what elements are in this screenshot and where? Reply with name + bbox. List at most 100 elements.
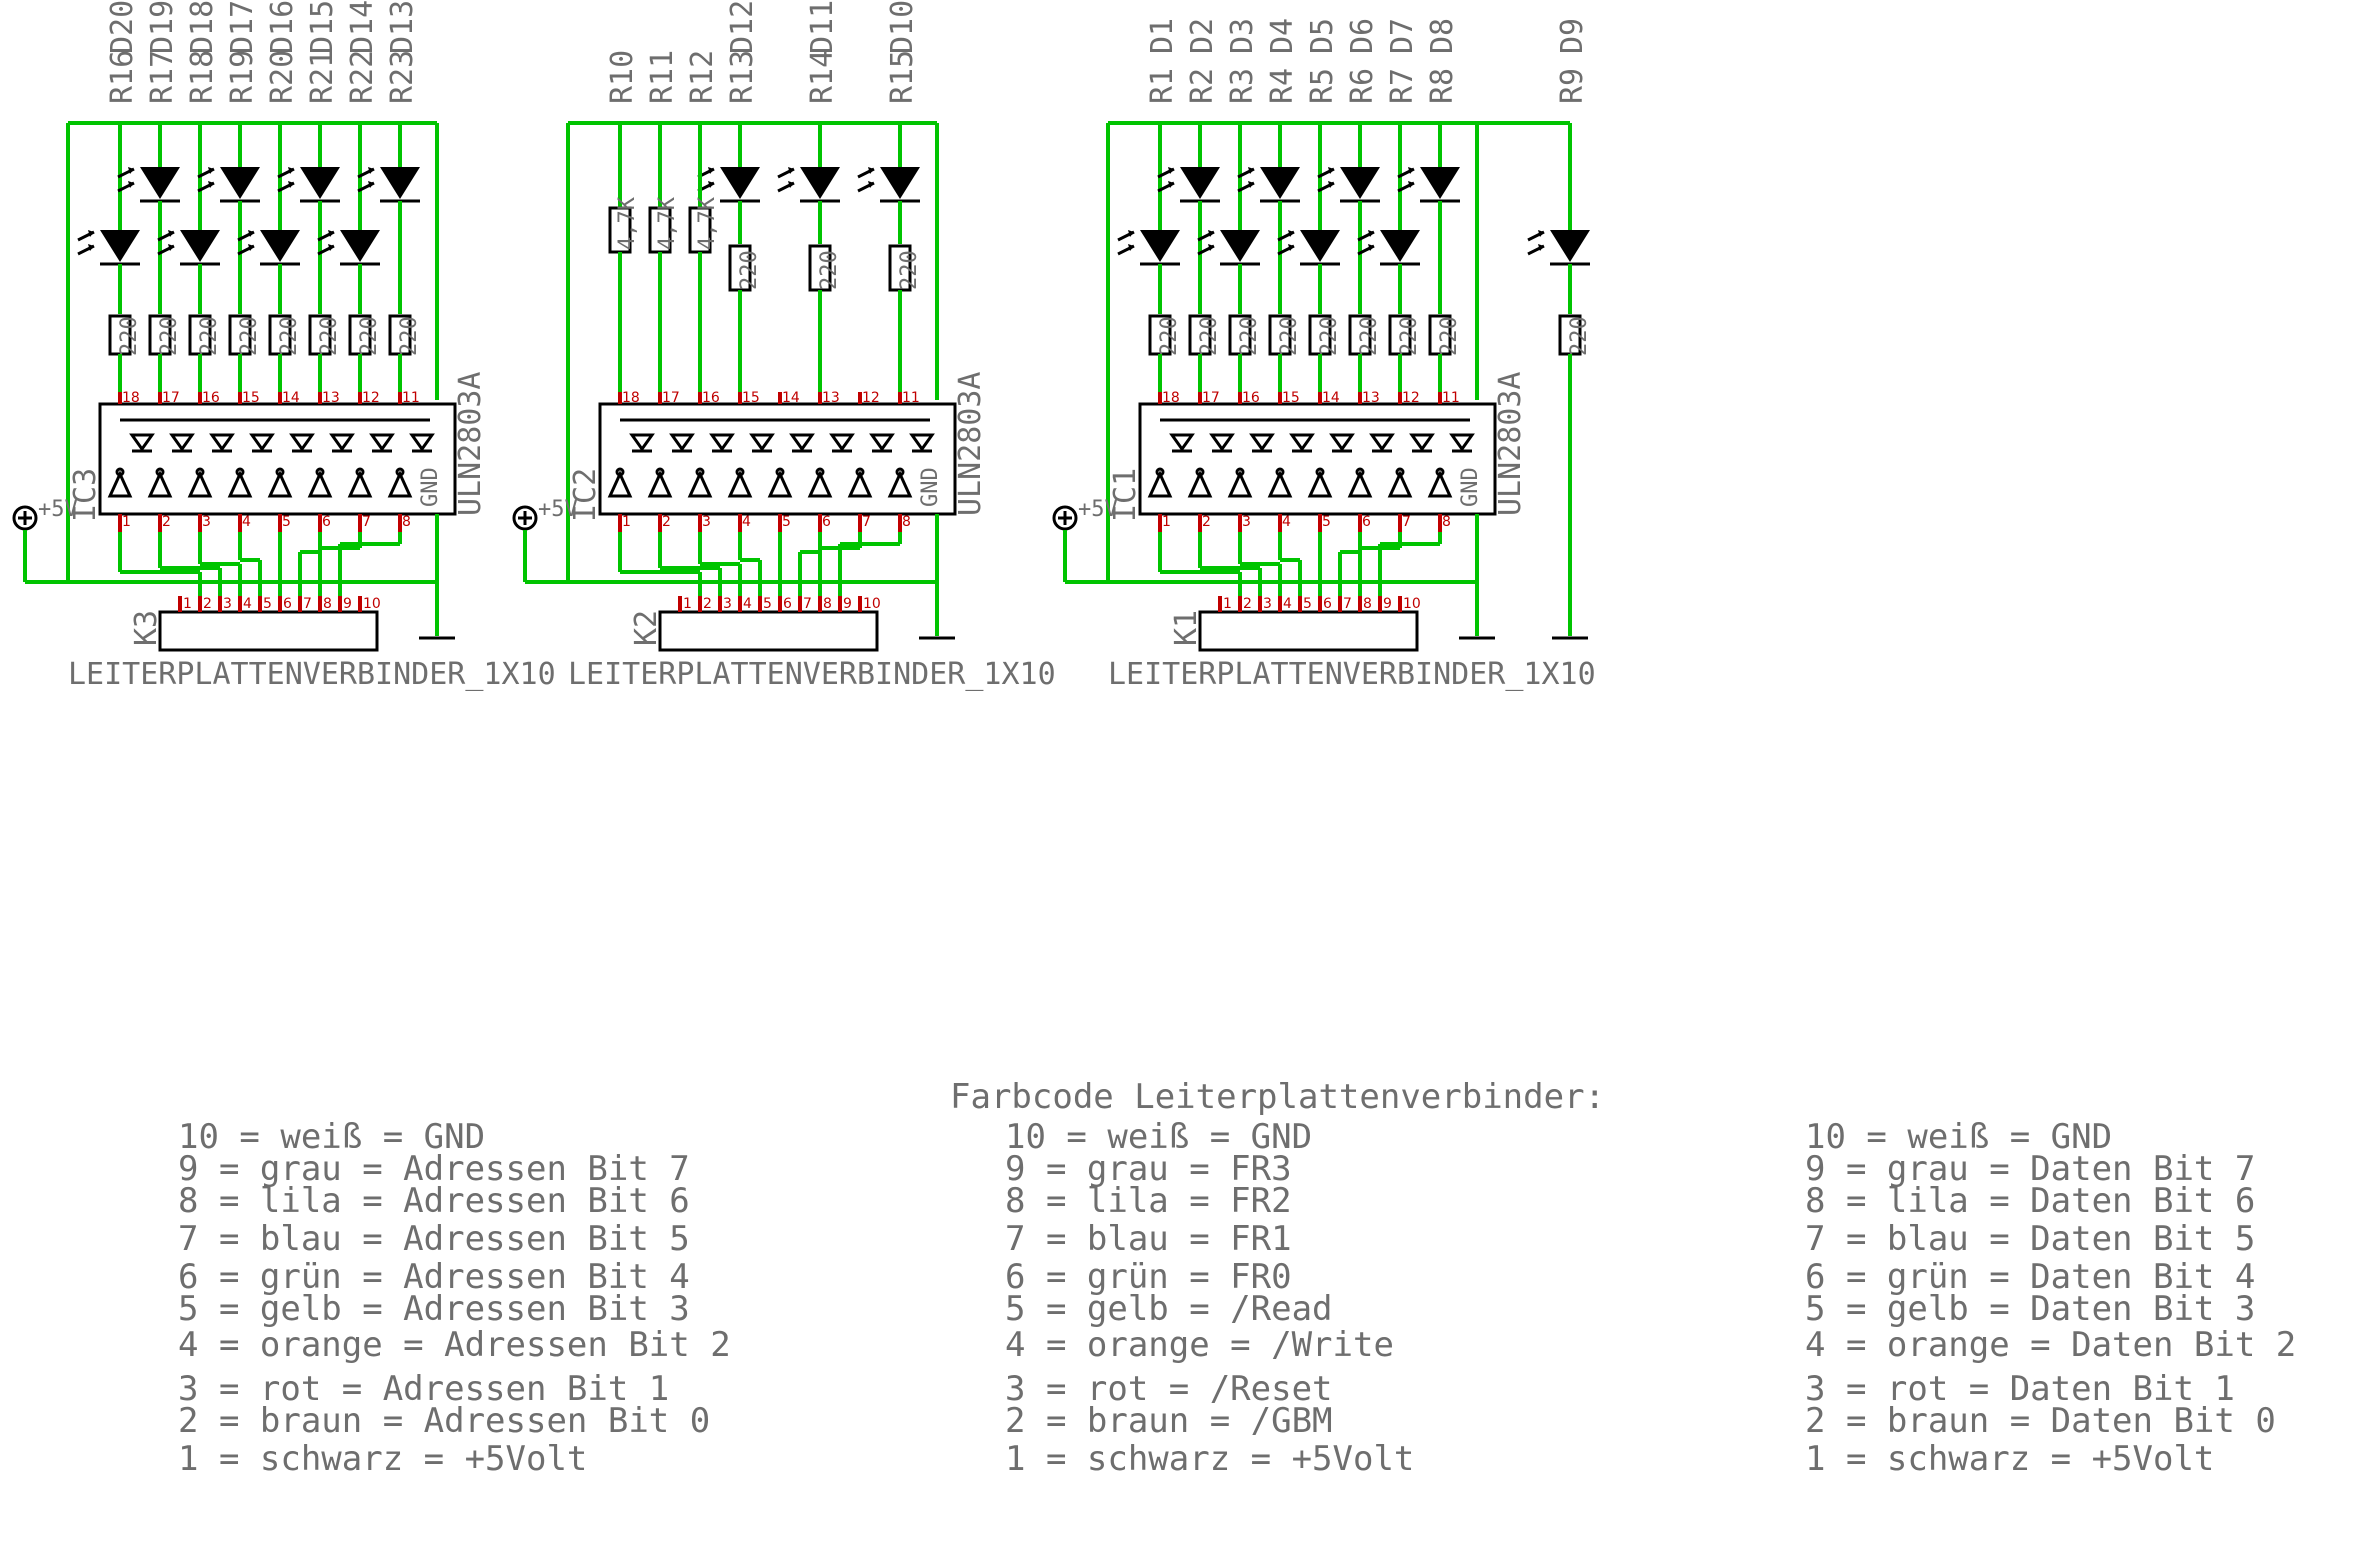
resistor-label: R1 — [1145, 68, 1180, 104]
led-arrowhead — [128, 181, 134, 188]
ic-pin-number: 6 — [322, 514, 331, 530]
resistor-label: R11 — [645, 50, 680, 104]
clamp-diode — [909, 433, 935, 452]
driver-buffer — [187, 470, 213, 498]
pullup-value: 4,7K — [695, 196, 720, 250]
driver-buffer — [147, 470, 173, 498]
clamp-diode — [709, 433, 735, 452]
resistor-label: R19 — [225, 50, 260, 104]
led-arrowhead — [1168, 167, 1174, 174]
driver-bubble — [395, 467, 405, 477]
gnd-pin-label: GND — [1458, 467, 1483, 507]
legend-line: 5 = gelb = Daten Bit 3 — [1805, 1289, 2255, 1329]
ic-body — [1138, 402, 1497, 516]
resistor-label: R12 — [685, 50, 720, 104]
clamp-diode — [289, 433, 315, 452]
resistor-label: R23 — [385, 50, 420, 104]
connector-pin-number: 4 — [1283, 596, 1292, 612]
ic-pin-number: 18 — [122, 390, 140, 406]
gnd-pin-label: GND — [418, 467, 443, 507]
led-label: D4 — [1265, 18, 1300, 54]
connector-body — [158, 610, 379, 652]
connector-type: LEITERPLATTENVERBINDER_1X10 — [1108, 657, 1596, 692]
resistor-value: 220 — [277, 316, 302, 356]
connector-pin-number: 6 — [283, 596, 292, 612]
led-label: D2 — [1185, 18, 1220, 54]
driver-buffer — [687, 470, 713, 498]
ic-pin-number: 13 — [822, 390, 840, 406]
connector-pin-number: 10 — [363, 596, 381, 612]
driver-buffer — [847, 470, 873, 498]
led-d20 — [100, 230, 140, 262]
driver-buffer — [607, 470, 633, 498]
led-arrowhead — [708, 167, 714, 174]
led-arrowhead — [1538, 244, 1544, 251]
ic-pin-number: 2 — [162, 514, 171, 530]
legend-line: 5 = gelb = Adressen Bit 3 — [178, 1289, 690, 1329]
driver-buffer — [387, 470, 413, 498]
led-arrowhead — [1328, 167, 1334, 174]
clamp-diode — [1289, 433, 1315, 452]
led-label: D20 — [105, 0, 140, 54]
connector-pin-number: 7 — [1343, 596, 1352, 612]
legend-line: 6 = grün = FR0 — [1005, 1257, 1292, 1297]
driver-bubble — [1195, 467, 1205, 477]
connector-pin-number: 2 — [703, 596, 712, 612]
clamp-diode — [1169, 433, 1195, 452]
driver-bubble — [775, 467, 785, 477]
led-arrowhead — [248, 244, 254, 251]
resistor-value: 220 — [317, 316, 342, 356]
led-arrowhead — [328, 230, 334, 237]
resistor-value: 220 — [1277, 316, 1302, 356]
clamp-diode — [669, 433, 695, 452]
connector-pin-number: 5 — [1303, 596, 1312, 612]
resistor-value: 220 — [1397, 316, 1422, 356]
led-arrowhead — [208, 167, 214, 174]
led-arrowhead — [788, 167, 794, 174]
resistor-label: R8 — [1425, 68, 1460, 104]
driver-bubble — [615, 467, 625, 477]
led-d17 — [220, 167, 260, 199]
led-label: D7 — [1385, 18, 1420, 54]
clamp-diode — [629, 433, 655, 452]
connector-pin-number: 10 — [1403, 596, 1421, 612]
ic-label: IC2 — [568, 468, 603, 522]
legend-line: 4 = orange = Adressen Bit 2 — [178, 1325, 731, 1365]
driver-bubble — [815, 467, 825, 477]
led-arrowhead — [1408, 181, 1414, 188]
legend-line: 7 = blau = FR1 — [1005, 1219, 1292, 1259]
led-label: D15 — [305, 0, 340, 54]
clamp-diode — [249, 433, 275, 452]
ic-pin-number: 4 — [242, 514, 251, 530]
legend-title: Farbcode Leiterplattenverbinder: — [950, 1077, 1605, 1117]
clamp-diode — [1209, 433, 1235, 452]
resistor-label: R15 — [885, 50, 920, 104]
resistor-value: 220 — [197, 316, 222, 356]
clamp-diode — [1329, 433, 1355, 452]
legend-line: 1 = schwarz = +5Volt — [1005, 1439, 1414, 1479]
driver-bubble — [1355, 467, 1365, 477]
ic-type: ULN2803A — [1493, 372, 1528, 517]
led-d3 — [1220, 230, 1260, 262]
driver-bubble — [275, 467, 285, 477]
driver-buffer — [1427, 470, 1453, 498]
led-label: D17 — [225, 0, 260, 54]
connector-pin-number: 1 — [1223, 596, 1232, 612]
connector-pin-number: 3 — [223, 596, 232, 612]
led-label: D11 — [805, 0, 840, 54]
led-arrowhead — [868, 167, 874, 174]
supply-label: +5V — [538, 497, 578, 522]
driver-buffer — [807, 470, 833, 498]
led-d7 — [1380, 230, 1420, 262]
driver-buffer — [1307, 470, 1333, 498]
driver-buffer — [1187, 470, 1213, 498]
ic-pin-number: 7 — [362, 514, 371, 530]
legend-line: 9 = grau = FR3 — [1005, 1149, 1292, 1189]
resistor-value: 220 — [737, 250, 762, 290]
led-label: D14 — [345, 0, 380, 54]
clamp-diode — [829, 433, 855, 452]
resistor-value: 220 — [117, 316, 142, 356]
